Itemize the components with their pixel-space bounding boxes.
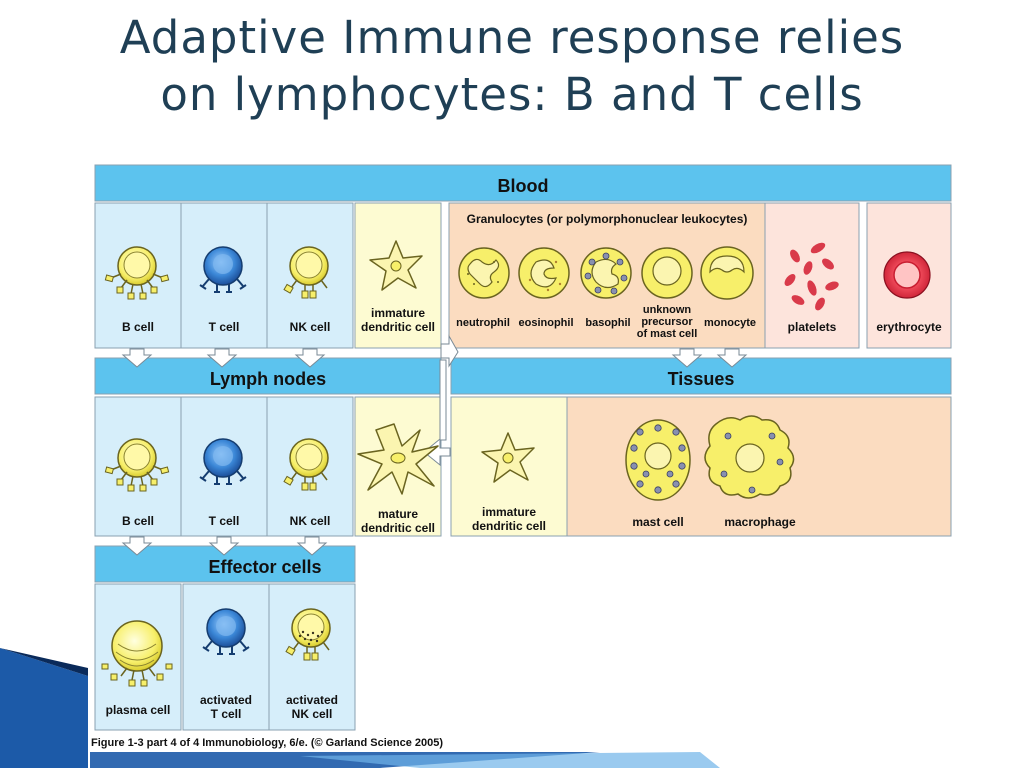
effector-cells-section-title: Effector cells [208, 557, 322, 577]
activated-t-cell-label: activated T cell [183, 693, 269, 721]
arrow-dc-to-tissue [440, 334, 459, 368]
tissue-immature-dc-label-line-2: dendritic cell [471, 519, 547, 533]
lymph-nk-cell-label: NK cell [289, 514, 331, 528]
blood-header [94, 164, 952, 202]
activated-t-cell-label-line-2: T cell [210, 707, 242, 721]
activated-t-cell-label-line-1: activated [199, 693, 253, 707]
eosinophil-icon [518, 247, 570, 299]
monocyte-label: monocyte [704, 317, 756, 329]
macrophage-label: macrophage [724, 515, 796, 529]
lymph-nodes-section-title: Lymph nodes [209, 369, 327, 389]
neutrophil-label: neutrophil [456, 317, 510, 329]
blood-nk-cell-label: NK cell [289, 320, 331, 334]
slide-title-line-2: on lymphocytes: B and T cells [160, 68, 864, 121]
erythrocyte-icon [883, 251, 931, 299]
plasma-cell-icon [101, 620, 173, 687]
lymph-b-cell-label: B cell [121, 514, 154, 528]
arrow-dc-vertical [439, 359, 447, 441]
figure-caption: Figure 1-3 part 4 of 4 Immunobiology, 6/… [91, 737, 444, 749]
platelets-icon [784, 242, 839, 311]
mature-dc-label: mature dendritic cell [355, 507, 441, 535]
lymph-nodes-header [94, 357, 442, 395]
erythrocyte-label: erythrocyte [876, 320, 942, 334]
mast-cell-precursor-label-line-3: of mast cell [636, 328, 698, 340]
activated-nk-cell-label-line-2: NK cell [291, 707, 333, 721]
tissues-header [450, 357, 952, 395]
slide-title-line-1: Adaptive Immune response relies [119, 11, 905, 64]
mast-cell-precursor-icon [641, 247, 693, 299]
slide-title: Adaptive Immune response relies on lymph… [0, 9, 1024, 123]
basophil-label: basophil [585, 317, 631, 329]
panel-platelets [764, 202, 860, 349]
blood-section-title: Blood [497, 176, 549, 196]
mast-cell-precursor-label-line-2: precursor [641, 316, 693, 328]
mature-dc-label-line-2: dendritic cell [360, 521, 436, 535]
blood-immature-dc-label-line-1: immature [370, 306, 426, 320]
mast-cell-precursor-label-line-1: unknown [642, 304, 692, 316]
neutrophil-icon [458, 247, 510, 299]
tissues-section-title: Tissues [667, 369, 735, 389]
activated-nk-cell-icon [285, 608, 331, 661]
blood-immature-dc-label: immature dendritic cell [355, 306, 441, 334]
basophil-icon [580, 247, 632, 299]
granulocytes-label: Granulocytes (or polymorphonuclear leuko… [466, 212, 748, 226]
mast-cell-label: mast cell [632, 515, 684, 529]
blood-b-cell-label: B cell [121, 320, 154, 334]
tissue-immature-dc-label: immature dendritic cell [451, 505, 567, 533]
monocyte-icon [700, 246, 754, 300]
slide-decoration [0, 648, 720, 768]
mature-dc-label-line-1: mature [377, 507, 418, 521]
platelets-label: platelets [787, 320, 837, 334]
activated-nk-cell-label: activated NK cell [269, 693, 355, 721]
lymph-t-cell-label: T cell [208, 514, 240, 528]
mast-cell-icon [625, 419, 691, 501]
mast-cell-precursor-label: unknown precursor of mast cell [636, 304, 698, 340]
blood-immature-dc-label-line-2: dendritic cell [360, 320, 436, 334]
arrow-dc-to-lymph [423, 437, 451, 467]
eosinophil-label: eosinophil [518, 317, 574, 329]
arrows [122, 334, 747, 556]
activated-nk-cell-label-line-1: activated [285, 693, 339, 707]
plasma-cell-label: plasma cell [105, 703, 171, 717]
macrophage-icon [704, 415, 795, 499]
tissue-immature-dc-label-line-1: immature [481, 505, 537, 519]
blood-t-cell-label: T cell [208, 320, 240, 334]
